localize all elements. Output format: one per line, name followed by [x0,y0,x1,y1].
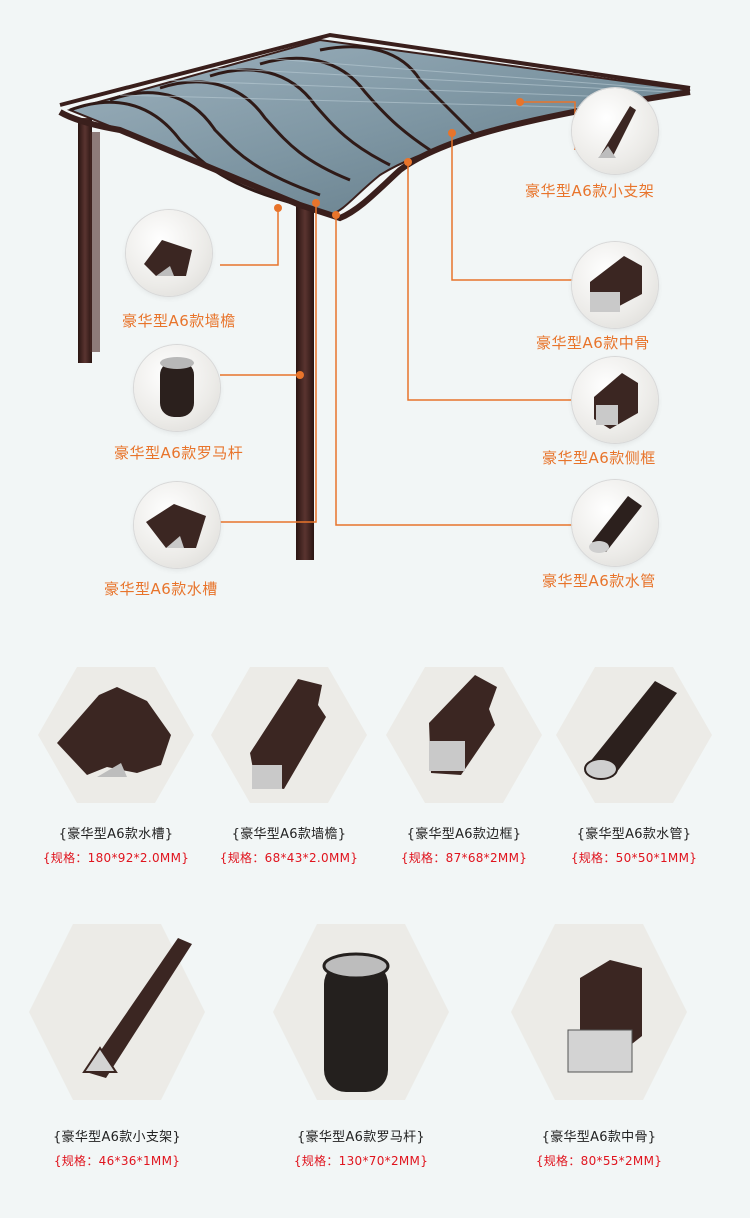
water-pipe-profile-icon [572,480,658,566]
callout-label: 豪华型A6款罗马杆 [114,444,244,462]
product-card-edge-frame: {豪华型A6款边框} {规格：87*68*2MM} [385,665,543,865]
wall-eave-profile-icon [211,667,367,803]
roman-post-profile-icon [273,924,449,1100]
product-name: {豪华型A6款水管} [576,827,692,842]
middle-rib-profile-icon [572,242,658,328]
product-spec: {规格：46*36*1MM} [53,1154,181,1168]
wall-eave-profile-icon [126,210,212,296]
rear-left-post [78,118,92,363]
front-post [296,205,314,560]
product-spec: {规格：50*50*1MM} [570,851,698,865]
roman-post-profile-icon [134,345,220,431]
product-name: {豪华型A6款罗马杆} [296,1130,425,1145]
product-spec: {规格：130*70*2MM} [293,1154,429,1168]
water-pipe-profile-icon [556,667,712,803]
leader-dots [274,98,524,379]
product-card-middle-rib: {豪华型A6款中骨} {规格：80*55*2MM} [510,922,688,1170]
product-name: {豪华型A6款水槽} [58,827,174,842]
product-name: {豪华型A6款墙檐} [231,827,347,842]
callout-label: 豪华型A6款侧框 [542,449,656,467]
product-name: {豪华型A6款边框} [406,827,522,842]
gutter-profile-icon [134,482,220,568]
leader-lines [220,101,576,526]
callout-label: 豪华型A6款小支架 [525,182,655,200]
product-card-water-pipe: {豪华型A6款水管} {规格：50*50*1MM} [555,665,713,865]
product-spec: {规格：80*55*2MM} [535,1154,663,1168]
product-card-wall-eave: {豪华型A6款墙檐} {规格：68*43*2.0MM} [210,665,368,865]
callout-label: 豪华型A6款墙檐 [122,312,236,330]
product-spec: {规格：68*43*2.0MM} [219,851,359,865]
edge-frame-profile-icon [386,667,542,803]
middle-rib-profile-icon [511,924,687,1100]
rear-beam [59,32,691,107]
bracket-profile-icon [29,924,205,1100]
product-card-roman-post: {豪华型A6款罗马杆} {规格：130*70*2MM} [272,922,450,1170]
bracket-profile-icon [572,88,658,174]
product-name: {豪华型A6款中骨} [541,1130,657,1145]
front-eave-beam [58,89,691,222]
carport-illustration [58,32,691,560]
callout-label: 豪华型A6款水槽 [104,580,218,598]
product-spec: {规格：87*68*2MM} [400,851,528,865]
side-frame-profile-icon [572,357,658,443]
callout-label: 豪华型A6款中骨 [536,334,650,352]
product-name: {豪华型A6款小支架} [52,1130,181,1145]
product-card-bracket: {豪华型A6款小支架} {规格：46*36*1MM} [28,922,206,1170]
callout-label: 豪华型A6款水管 [542,572,656,590]
gutter-profile-icon [38,667,194,803]
product-spec: {规格：180*92*2.0MM} [42,851,190,865]
carport-diagram: 豪华型A6款小支架 豪华型A6款墙檐 豪华型A6款中骨 豪华型A6款罗马杆 豪华… [58,32,691,598]
product-card-gutter: {豪华型A6款水槽} {规格：180*92*2.0MM} [37,665,195,865]
